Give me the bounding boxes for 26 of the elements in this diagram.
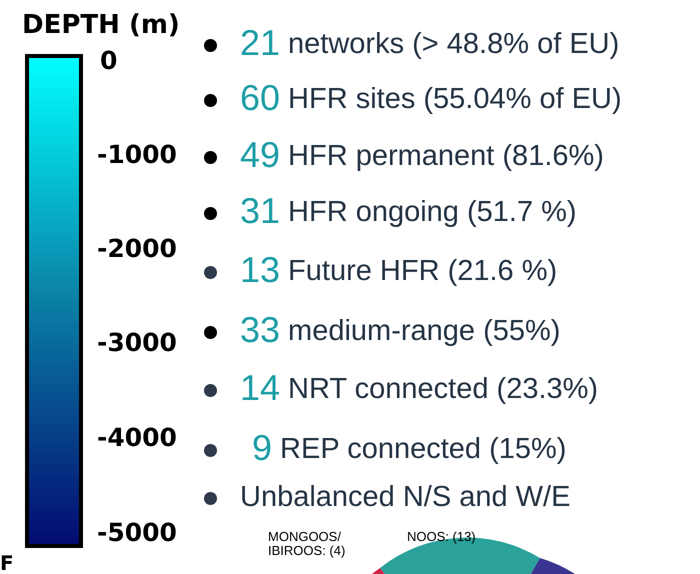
- stat-number: 9: [252, 430, 272, 466]
- stat-text: REP connected (15%): [280, 435, 566, 464]
- pie-label: MONGOOS/ IBIROOS: (4): [268, 530, 346, 559]
- stat-number: 33: [240, 312, 280, 348]
- bullet-text: Unbalanced N/S and W/E: [240, 483, 570, 512]
- tick-label: -3000: [97, 330, 177, 355]
- stat-number: 49: [240, 137, 280, 173]
- tick-label: -1000: [97, 142, 177, 167]
- stat-text: HFR permanent (81.6%): [288, 142, 604, 171]
- stat-text: NRT connected (23.3%): [288, 375, 598, 404]
- stat-text: medium-range (55%): [288, 317, 560, 346]
- stat-number: 14: [240, 370, 280, 406]
- stat-text: HFR sites (55.04% of EU): [288, 85, 622, 114]
- stat-number: 60: [240, 80, 280, 116]
- stat-number: 13: [240, 252, 280, 288]
- stat-text: networks (> 48.8% of EU): [288, 30, 620, 59]
- stat-number: 21: [240, 25, 280, 61]
- tick-label: -4000: [97, 425, 177, 450]
- tick-label: -5000: [97, 520, 177, 545]
- stat-text: HFR ongoing (51.7 %): [288, 198, 577, 227]
- stat-text: Future HFR (21.6 %): [288, 257, 558, 286]
- text-fragment: F: [0, 553, 14, 573]
- tick-label: -2000: [97, 236, 177, 261]
- tick-label: 0: [100, 48, 118, 73]
- stat-number: 31: [240, 193, 280, 229]
- colorbar-title: DEPTH (m): [22, 12, 180, 38]
